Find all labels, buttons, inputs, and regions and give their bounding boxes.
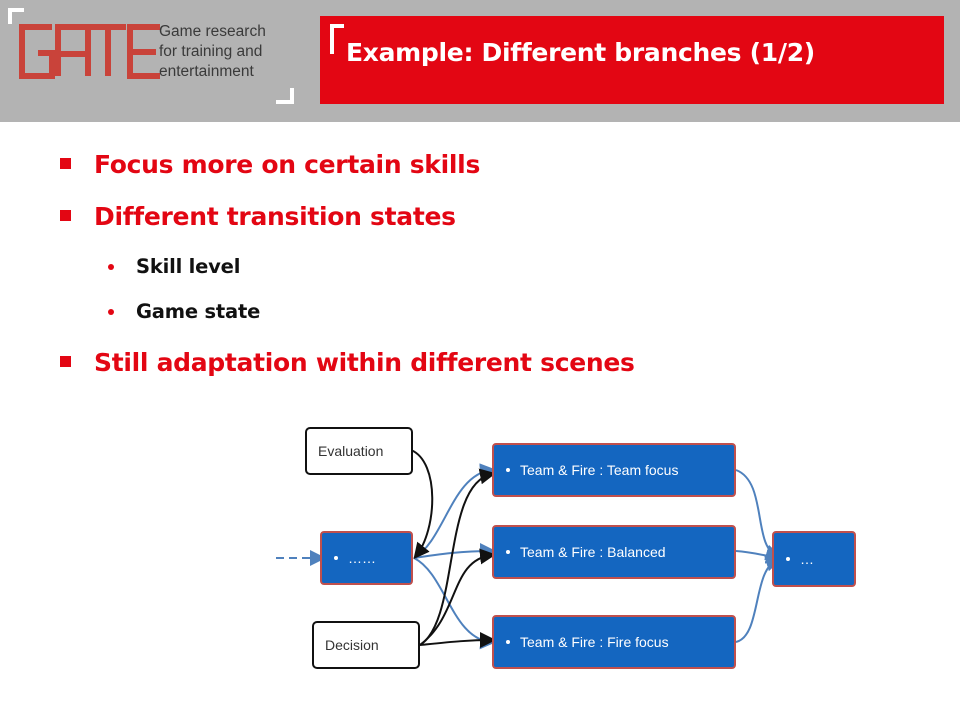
dot-bullet-icon bbox=[108, 309, 114, 315]
bullet-adaptation: Still adaptation within different scenes bbox=[60, 348, 635, 377]
connector-start-firefocus bbox=[413, 557, 496, 650]
connector-decision-balanced bbox=[419, 548, 496, 646]
node-label: Decision bbox=[325, 637, 379, 653]
logo-tagline: Game research for training and entertain… bbox=[159, 22, 266, 82]
bullet-text: Skill level bbox=[136, 255, 241, 278]
bullet-focus: Focus more on certain skills bbox=[60, 150, 481, 179]
logo-line: Game research bbox=[159, 23, 266, 40]
evaluation-node: Evaluation bbox=[305, 427, 413, 475]
dot-bullet-icon bbox=[506, 550, 510, 554]
connector-evaluation bbox=[410, 449, 434, 560]
gate-logo bbox=[8, 8, 294, 104]
corner-bracket-icon bbox=[330, 24, 344, 54]
start-node: …… bbox=[320, 531, 413, 585]
title-banner bbox=[320, 16, 944, 104]
connector-firefocus-end bbox=[735, 555, 782, 643]
square-bullet-icon bbox=[60, 356, 71, 367]
logo-line: for training and bbox=[159, 43, 263, 60]
square-bullet-icon bbox=[60, 158, 71, 169]
dot-bullet-icon bbox=[506, 468, 510, 472]
bullet-text: Different transition states bbox=[94, 202, 456, 231]
node-label: …… bbox=[348, 550, 376, 566]
dot-bullet-icon bbox=[108, 264, 114, 270]
connector-decision-firefocus bbox=[419, 632, 496, 649]
dot-bullet-icon bbox=[506, 640, 510, 644]
connector-decision-teamfocus bbox=[419, 468, 496, 646]
square-bullet-icon bbox=[60, 210, 71, 221]
team-focus-node: Team & Fire : Team focus bbox=[492, 443, 736, 497]
logo-line: entertainment bbox=[159, 63, 254, 80]
node-label: Team & Fire : Fire focus bbox=[520, 634, 669, 650]
decision-node: Decision bbox=[312, 621, 420, 669]
bullet-text: Focus more on certain skills bbox=[94, 150, 481, 179]
node-label: … bbox=[800, 551, 814, 567]
header-bar: Game research for training and entertain… bbox=[0, 0, 960, 122]
node-label: Evaluation bbox=[318, 443, 384, 459]
node-label: Team & Fire : Balanced bbox=[520, 544, 666, 560]
page-title: Example: Different branches (1/2) bbox=[346, 38, 815, 67]
bullet-text: Game state bbox=[136, 300, 261, 323]
subbullet-game-state: Game state bbox=[108, 300, 261, 323]
bullet-text: Still adaptation within different scenes bbox=[94, 348, 635, 377]
balanced-node: Team & Fire : Balanced bbox=[492, 525, 736, 579]
dot-bullet-icon bbox=[786, 557, 790, 561]
dot-bullet-icon bbox=[334, 556, 338, 560]
subbullet-skill-level: Skill level bbox=[108, 255, 241, 278]
fire-focus-node: Team & Fire : Fire focus bbox=[492, 615, 736, 669]
end-node: … bbox=[772, 531, 856, 587]
node-label: Team & Fire : Team focus bbox=[520, 462, 679, 478]
bullet-transition: Different transition states bbox=[60, 202, 456, 231]
